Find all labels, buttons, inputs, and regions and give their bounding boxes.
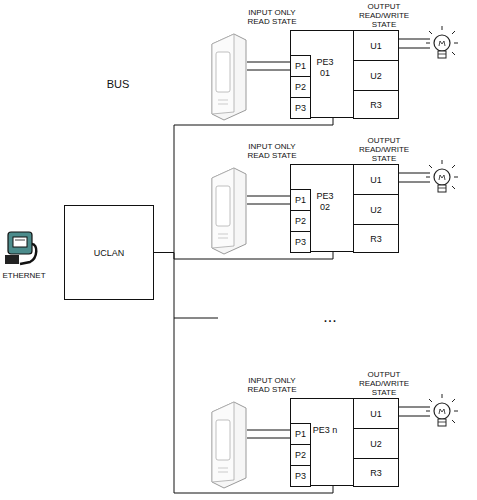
port-name: U1 [370, 409, 382, 419]
annotation-label: INPUT ONLY READ STATE [244, 376, 300, 394]
port-cell: P2 [290, 210, 311, 232]
module-name: PE3 01 [312, 57, 338, 79]
module-illustration [212, 26, 458, 120]
port-name: R3 [370, 468, 382, 478]
port-cell: R3 [353, 458, 399, 487]
port-name: P1 [295, 429, 306, 439]
port-name: U2 [370, 71, 382, 81]
port-cell: P3 [290, 231, 311, 253]
module-box: PE3 n P1P2P3 U1U2R3 [290, 398, 398, 486]
port-cell: U2 [353, 194, 399, 225]
port-name: R3 [370, 100, 382, 110]
annotation-label: ETHERNET [0, 271, 48, 280]
port-name: P2 [295, 216, 306, 226]
port-name: P3 [295, 103, 306, 113]
port-cell: U1 [353, 30, 399, 61]
port-cell: P3 [290, 465, 311, 487]
port-cell: P2 [290, 76, 311, 98]
port-name: U1 [370, 41, 382, 51]
port-name: P2 [295, 450, 306, 460]
port-cell: U2 [353, 60, 399, 91]
port-name: P2 [295, 82, 306, 92]
annotation-label: INPUT ONLY READ STATE [244, 8, 300, 26]
port-cell: R3 [353, 90, 399, 119]
port-cell: P1 [290, 189, 311, 211]
bus-stub [174, 318, 218, 319]
module-name: PE3 n [312, 425, 338, 436]
module-illustration [212, 160, 458, 254]
port-cell: R3 [353, 224, 399, 253]
port-cell: P3 [290, 97, 311, 119]
port-name: P3 [295, 237, 306, 247]
port-name: U2 [370, 205, 382, 215]
ethernet-icon [5, 232, 36, 264]
port-cell: U1 [353, 398, 399, 429]
port-cell: P1 [290, 423, 311, 445]
controller-box: UCLAN [64, 205, 154, 300]
port-cell: U1 [353, 164, 399, 195]
port-cell: U2 [353, 428, 399, 459]
module-box: PE3 01 P1P2P3 U1U2R3 [290, 30, 398, 118]
port-name: R3 [370, 234, 382, 244]
port-name: P1 [295, 195, 306, 205]
port-name: U2 [370, 439, 382, 449]
annotation-label: INPUT ONLY READ STATE [244, 142, 300, 160]
controller-name: UCLAN [94, 248, 125, 258]
port-name: P3 [295, 471, 306, 481]
module-name: PE3 02 [312, 191, 338, 213]
annotation-label: ... [312, 308, 348, 326]
annotation-label: BUS [100, 78, 136, 91]
bus-line [154, 252, 333, 259]
module-box: PE3 02 P1P2P3 U1U2R3 [290, 164, 398, 252]
port-cell: P2 [290, 444, 311, 466]
port-cell: P1 [290, 55, 311, 77]
port-name: P1 [295, 61, 306, 71]
bus-line [154, 253, 333, 494]
module-illustration [212, 394, 458, 488]
annotation-label: OUTPUT READ/WRITE STATE [352, 370, 416, 397]
annotation-label: OUTPUT READ/WRITE STATE [352, 2, 416, 29]
port-name: U1 [370, 175, 382, 185]
annotation-label: OUTPUT READ/WRITE STATE [352, 136, 416, 163]
